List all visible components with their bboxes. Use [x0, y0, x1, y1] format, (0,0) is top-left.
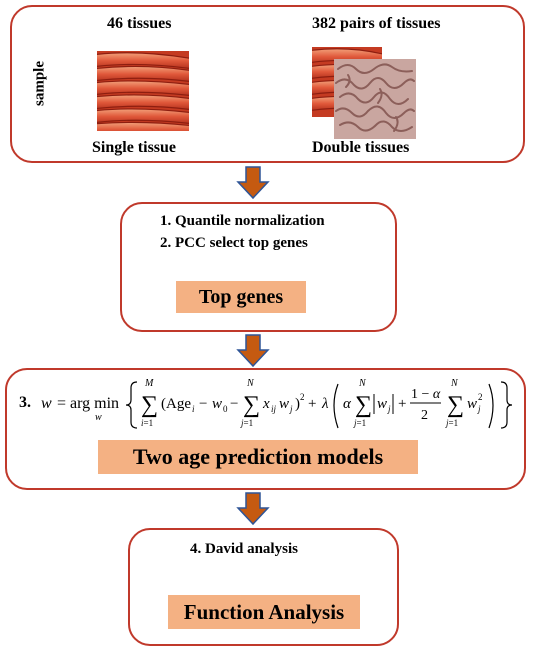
svg-text:∑: ∑ [355, 392, 372, 418]
prediction-models-box: 3. w = arg min w M ∑ i=1 (Age i − w 0 − … [5, 368, 526, 490]
svg-text:M: M [144, 378, 154, 389]
formula-step-number: 3. [19, 394, 31, 411]
svg-text:2: 2 [421, 408, 428, 423]
svg-text:−: − [230, 396, 238, 412]
svg-text:w: w [279, 396, 289, 412]
sample-side-label: sample [31, 61, 48, 106]
single-tissue-count: 46 tissues [107, 15, 172, 32]
svg-text:w: w [377, 396, 387, 412]
top-genes-box: 1. Quantile normalization 2. PCC select … [120, 202, 397, 332]
svg-text:w: w [41, 395, 52, 412]
svg-text:1 − α: 1 − α [411, 387, 441, 402]
top-genes-badge: Top genes [176, 281, 306, 313]
svg-text:i=1: i=1 [141, 418, 153, 428]
svg-text:j=1: j=1 [240, 418, 253, 428]
muscle-tissue-image [97, 51, 189, 131]
step-pcc-select: 2. PCC select top genes [160, 235, 308, 251]
double-tissue-caption: Double tissues [312, 139, 410, 156]
step-david-analysis: 4. David analysis [190, 541, 298, 557]
svg-text:w: w [95, 412, 102, 423]
svg-text:∑: ∑ [141, 392, 158, 418]
svg-text:j=1: j=1 [445, 418, 458, 428]
svg-text:j: j [387, 404, 391, 414]
sample-box: sample 46 tissues 382 pairs of tissues [10, 5, 525, 163]
svg-text:−: − [199, 396, 207, 412]
down-arrow-3 [236, 492, 270, 526]
svg-text:N: N [450, 378, 459, 389]
down-arrow-2 [236, 334, 270, 368]
svg-text:= arg min: = arg min [57, 395, 119, 412]
single-tissue-caption: Single tissue [92, 139, 177, 156]
svg-text:i: i [192, 404, 195, 414]
function-analysis-badge: Function Analysis [168, 595, 360, 629]
function-analysis-box: 4. David analysis Function Analysis [128, 528, 399, 646]
svg-text:j=1: j=1 [353, 418, 366, 428]
svg-text:N: N [246, 378, 255, 389]
double-tissue-count: 382 pairs of tissues [312, 15, 441, 32]
svg-text:2: 2 [478, 392, 483, 402]
svg-text:∑: ∑ [243, 392, 260, 418]
svg-text:N: N [358, 378, 367, 389]
svg-text:λ: λ [321, 396, 329, 412]
svg-text:x: x [262, 396, 270, 412]
svg-text:j: j [289, 404, 293, 414]
svg-text:w: w [212, 396, 222, 412]
svg-text:w: w [467, 396, 477, 412]
svg-text:2: 2 [300, 392, 305, 402]
step-quantile-normalization: 1. Quantile normalization [160, 213, 325, 229]
svg-text:+: + [308, 396, 316, 412]
svg-text:α: α [343, 396, 352, 412]
svg-text:∑: ∑ [447, 392, 464, 418]
svg-text:0: 0 [223, 404, 228, 414]
svg-text:(Age: (Age [161, 396, 191, 412]
prediction-models-badge: Two age prediction models [98, 440, 418, 474]
svg-text:j: j [477, 404, 481, 414]
svg-text:+: + [398, 396, 406, 412]
elastic-net-formula: w = arg min w M ∑ i=1 (Age i − w 0 − N ∑… [41, 378, 513, 429]
svg-text:): ) [295, 396, 300, 412]
brain-tissue-image [334, 59, 416, 139]
svg-text:ij: ij [271, 404, 277, 414]
down-arrow-1 [236, 166, 270, 200]
